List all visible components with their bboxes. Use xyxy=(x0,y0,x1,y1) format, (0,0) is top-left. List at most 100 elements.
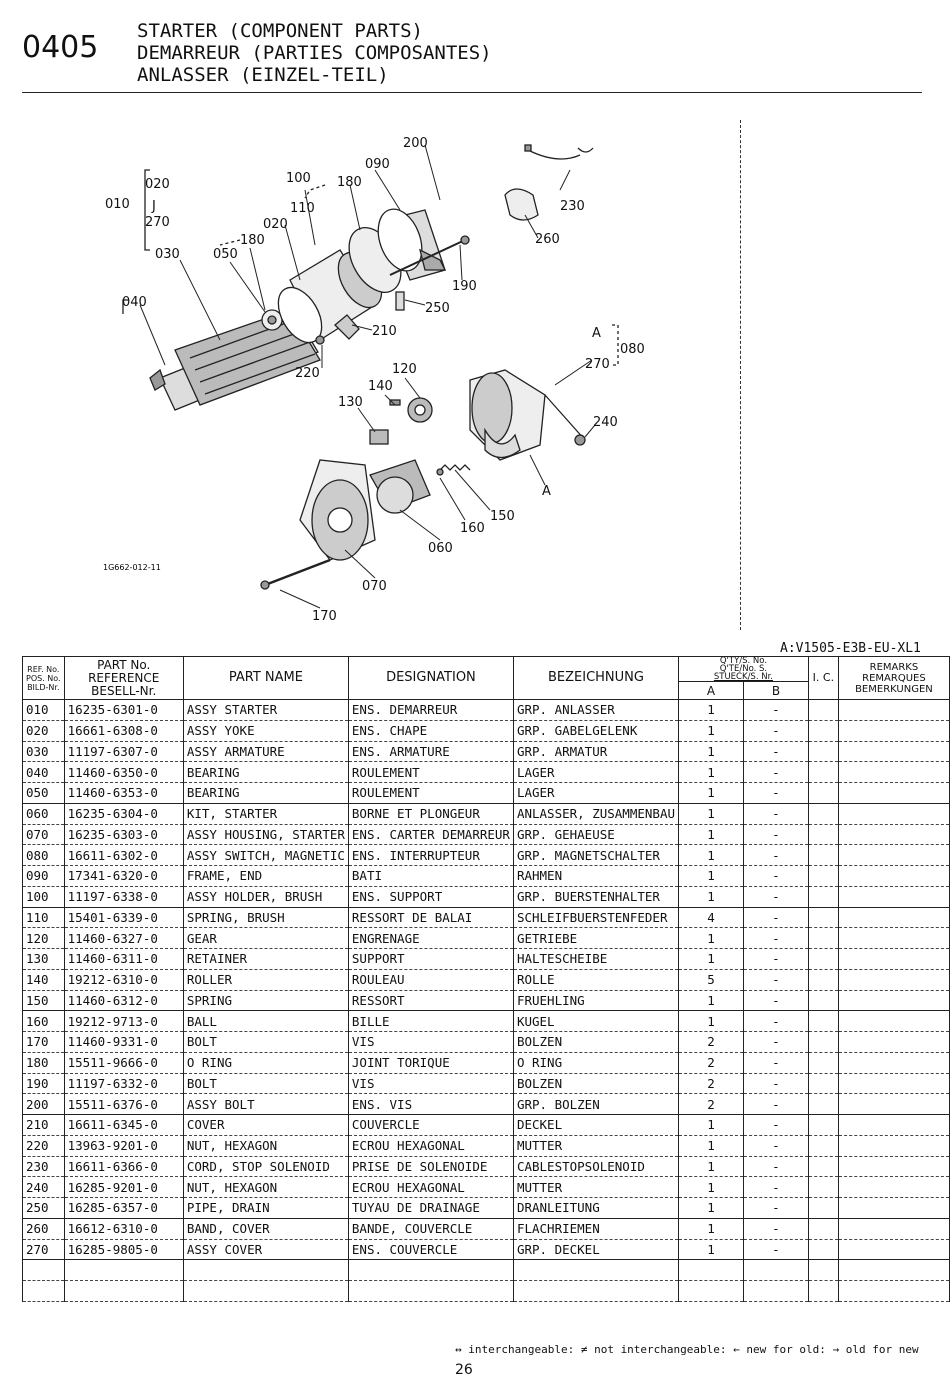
bezeichnung-cell: LAGER xyxy=(512,782,680,804)
title-en: STARTER (COMPONENT PARTS) xyxy=(137,20,423,42)
part-no-cell xyxy=(63,1280,184,1302)
section-code: 0405 xyxy=(22,30,99,65)
part-name-cell: BOLT xyxy=(182,1031,349,1053)
qty-b-cell: - xyxy=(742,824,809,846)
ref-cell: 060 xyxy=(22,803,65,825)
callout-label: 180 xyxy=(240,233,265,248)
qty-b-cell xyxy=(742,1280,809,1302)
bezeichnung-cell: CABLESTOPSOLENOID xyxy=(512,1156,680,1178)
ic-cell xyxy=(807,907,839,929)
bezeichnung-cell: ANLASSER, ZUSAMMENBAU xyxy=(512,803,680,825)
callout-label: 250 xyxy=(425,301,450,316)
ic-cell xyxy=(807,969,839,991)
part-no-cell: 16661-6308-0 xyxy=(63,720,184,742)
remarks-cell xyxy=(837,990,950,1012)
designation-cell xyxy=(347,1259,514,1281)
qty-b-cell: - xyxy=(742,699,809,721)
part-no-cell: 16611-6366-0 xyxy=(63,1156,184,1178)
bezeichnung-cell: GRP. BUERSTENHALTER xyxy=(512,886,680,908)
callout-label: 120 xyxy=(392,362,417,377)
part-no-cell: 15511-6376-0 xyxy=(63,1093,184,1115)
qty-b-cell: - xyxy=(742,886,809,908)
ic-cell xyxy=(807,1239,839,1261)
ref-cell: 210 xyxy=(22,1114,65,1136)
part-no-cell: 16235-6301-0 xyxy=(63,699,184,721)
col-part-name: PART NAME xyxy=(182,656,349,700)
part-name-cell: GEAR xyxy=(182,927,349,949)
part-no-cell: 11460-9331-0 xyxy=(63,1031,184,1053)
callout-label: 030 xyxy=(155,247,180,262)
qty-a-cell: 2 xyxy=(678,1031,744,1053)
ref-cell: 200 xyxy=(22,1093,65,1115)
designation-cell: JOINT TORIQUE xyxy=(347,1052,514,1074)
remarks-cell xyxy=(837,720,950,742)
qty-b-cell: - xyxy=(742,1031,809,1053)
remarks-cell xyxy=(837,782,950,804)
qty-a-cell: 1 xyxy=(678,720,744,742)
col-qty: Q'TY/S. No.Q'TE/No. S.STUECK/S. Nr. xyxy=(678,656,809,682)
part-name-cell: NUT, HEXAGON xyxy=(182,1176,349,1198)
bezeichnung-cell: GRP. ANLASSER xyxy=(512,699,680,721)
designation-cell: ROULEMENT xyxy=(347,761,514,783)
remarks-cell xyxy=(837,1052,950,1074)
remarks-cell xyxy=(837,1031,950,1053)
designation-cell: PRISE DE SOLENOIDE xyxy=(347,1156,514,1178)
qty-a-cell: 1 xyxy=(678,1197,744,1219)
part-name-cell: SPRING xyxy=(182,990,349,1012)
bezeichnung-cell: GRP. MAGNETSCHALTER xyxy=(512,844,680,866)
remarks-cell xyxy=(837,1073,950,1095)
qty-b-cell: - xyxy=(742,1218,809,1240)
part-no-cell: 11197-6307-0 xyxy=(63,741,184,763)
part-no-cell: 15401-6339-0 xyxy=(63,907,184,929)
qty-b-cell: - xyxy=(742,907,809,929)
designation-cell: VIS xyxy=(347,1073,514,1095)
qty-b-cell: - xyxy=(742,782,809,804)
bezeichnung-cell: O RING xyxy=(512,1052,680,1074)
diagram-image-code: 1G662-012-11 xyxy=(103,563,161,572)
bezeichnung-cell: GRP. GEHAEUSE xyxy=(512,824,680,846)
part-name-cell: ASSY BOLT xyxy=(182,1093,349,1115)
part-no-cell: 16235-6304-0 xyxy=(63,803,184,825)
remarks-cell xyxy=(837,1239,950,1261)
ref-cell: 170 xyxy=(22,1031,65,1053)
section-titles: STARTER (COMPONENT PARTS) DEMARREUR (PAR… xyxy=(137,20,492,86)
remarks-cell xyxy=(837,824,950,846)
callout-label: 190 xyxy=(452,279,477,294)
part-no-cell: 11460-6327-0 xyxy=(63,927,184,949)
qty-b-cell: - xyxy=(742,1176,809,1198)
ref-cell: 260 xyxy=(22,1218,65,1240)
remarks-cell xyxy=(837,1280,950,1302)
qty-a-cell: 4 xyxy=(678,907,744,929)
part-no-cell: 11197-6332-0 xyxy=(63,1073,184,1095)
remarks-cell xyxy=(837,761,950,783)
designation-cell: RESSORT DE BALAI xyxy=(347,907,514,929)
qty-b-cell: - xyxy=(742,1156,809,1178)
bezeichnung-cell: GETRIEBE xyxy=(512,927,680,949)
ref-cell: 020 xyxy=(22,720,65,742)
callout-label: 080 xyxy=(620,342,645,357)
designation-cell: ENS. CARTER DEMARREUR xyxy=(347,824,514,846)
ref-cell: 100 xyxy=(22,886,65,908)
qty-a-cell: 1 xyxy=(678,761,744,783)
qty-a-cell: 2 xyxy=(678,1073,744,1095)
callout-label: 060 xyxy=(428,541,453,556)
ic-cell xyxy=(807,1093,839,1115)
qty-b-cell: - xyxy=(742,741,809,763)
col-bezeichnung: BEZEICHNUNG xyxy=(512,656,680,700)
col-qty-a: A xyxy=(678,681,744,700)
callout-label: 020 xyxy=(145,177,170,192)
part-name-cell: ASSY ARMATURE xyxy=(182,741,349,763)
callout-label: 220 xyxy=(295,366,320,381)
ic-cell xyxy=(807,720,839,742)
armature-drawing xyxy=(149,309,321,411)
remarks-cell xyxy=(837,699,950,721)
part-name-cell xyxy=(182,1280,349,1302)
qty-a-cell: 1 xyxy=(678,886,744,908)
